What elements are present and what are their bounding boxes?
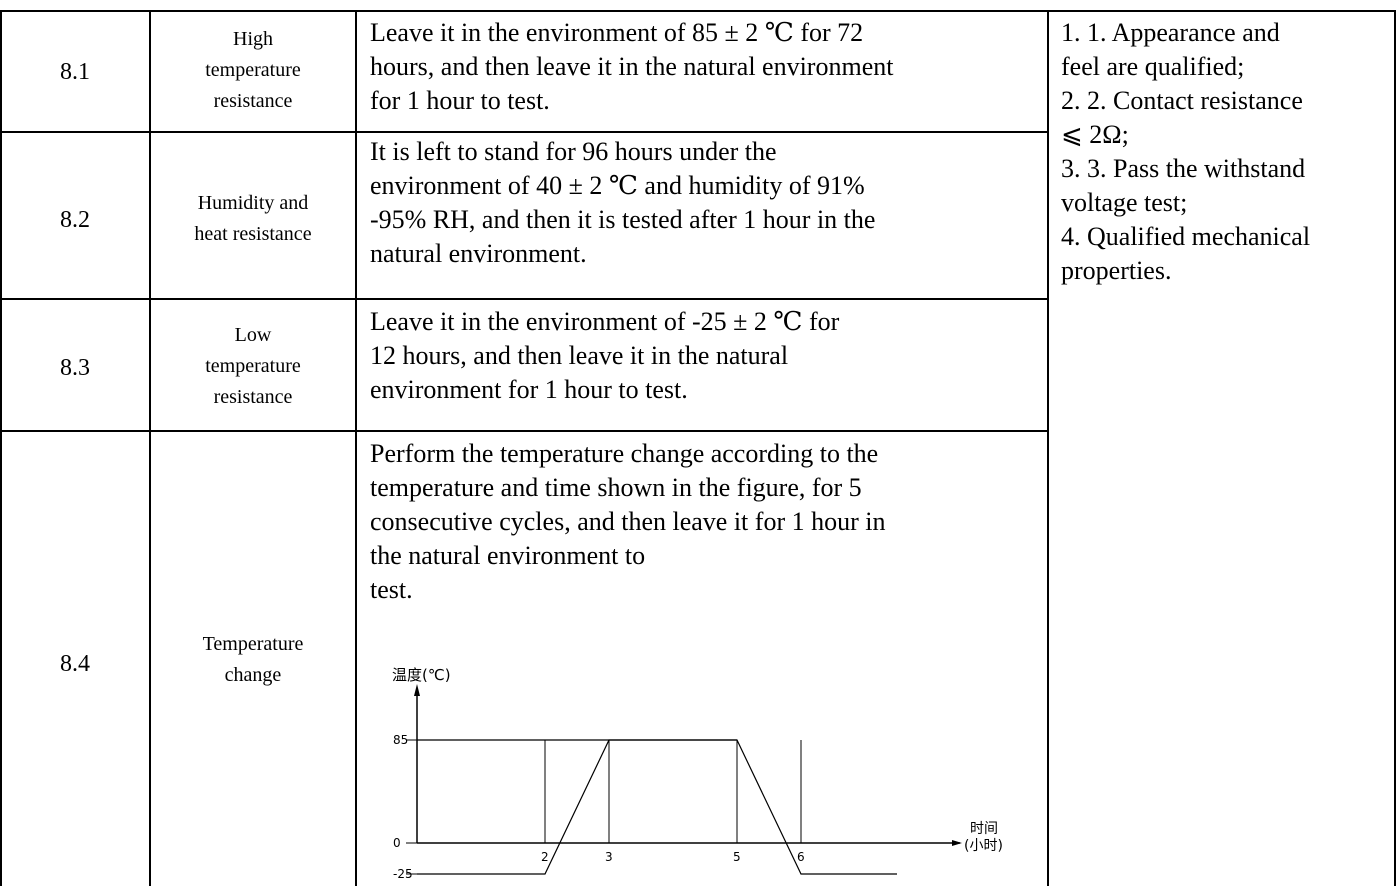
test-item-name-line: heat resistance <box>194 223 312 245</box>
row-number: 8.2 <box>60 207 90 233</box>
column-divider <box>1047 10 1049 886</box>
column-divider <box>355 10 357 886</box>
description-line: temperature and time shown in the figure… <box>370 473 862 502</box>
requirement-line: 1. 1. Appearance and <box>1061 18 1280 47</box>
requirement-line: feel are qualified; <box>1061 52 1245 81</box>
description-line: It is left to stand for 96 hours under t… <box>370 137 777 166</box>
description-line: -95% RH, and then it is tested after 1 h… <box>370 205 876 234</box>
test-item-name-line: High <box>233 28 273 50</box>
test-description: It is left to stand for 96 hours under t… <box>370 135 1050 271</box>
description-line: environment for 1 hour to test. <box>370 375 688 404</box>
description-line: test. <box>370 575 413 604</box>
description-line: Leave it in the environment of 85 ± 2 ℃ … <box>370 18 864 47</box>
y-tick-label: 0 <box>393 836 401 850</box>
requirement-line: voltage test; <box>1061 188 1188 217</box>
description-line: hours, and then leave it in the natural … <box>370 52 894 81</box>
row-number: 8.4 <box>60 651 90 677</box>
table-border-top <box>0 10 1396 12</box>
requirement-line: properties. <box>1061 256 1172 285</box>
requirement-line: 2. 2. Contact resistance <box>1061 86 1303 115</box>
description-line: consecutive cycles, and then leave it fo… <box>370 507 886 536</box>
test-item-name: Humidity and heat resistance <box>150 188 356 250</box>
test-item-name-line: Temperature <box>202 633 304 655</box>
x-axis-label-line: (小时) <box>964 838 1003 854</box>
test-item-name-line: change <box>224 664 282 686</box>
row-divider <box>0 298 1049 300</box>
requirement-line: 3. 3. Pass the withstand <box>1061 154 1306 183</box>
x-axis-label-line: 时间 <box>970 821 998 837</box>
x-tick-label: 6 <box>797 850 805 864</box>
test-description: Perform the temperature change according… <box>370 437 1050 607</box>
requirement-line: 4. Qualified mechanical <box>1061 222 1311 251</box>
description-line: the natural environment to <box>370 541 646 570</box>
column-divider <box>149 10 151 886</box>
test-description: Leave it in the environment of 85 ± 2 ℃ … <box>370 16 1050 118</box>
x-axis-arrow <box>952 840 962 846</box>
x-tick-label: 3 <box>605 850 613 864</box>
description-line: Leave it in the environment of -25 ± 2 ℃… <box>370 307 840 336</box>
row-divider <box>0 430 1049 432</box>
test-item-name-line: temperature <box>205 59 301 81</box>
description-line: natural environment. <box>370 239 587 268</box>
temperature-profile-chart: 温度(℃) 时间 (小时) 85 0 -25 2 3 5 6 <box>392 666 1003 881</box>
test-item-name-line: Low <box>234 324 272 346</box>
test-item-name: Low temperature resistance <box>150 320 356 413</box>
x-tick-label: 5 <box>733 850 741 864</box>
row-number: 8.3 <box>60 355 90 381</box>
y-tick-label: 85 <box>393 733 408 747</box>
description-line: 12 hours, and then leave it in the natur… <box>370 341 789 370</box>
test-item-name-line: resistance <box>213 386 293 408</box>
description-line: Perform the temperature change according… <box>370 439 879 468</box>
row-divider <box>0 131 1049 133</box>
temperature-series-line <box>417 739 897 875</box>
x-tick-label: 2 <box>541 850 549 864</box>
table-border-right <box>1394 10 1396 886</box>
description-line: environment of 40 ± 2 ℃ and humidity of … <box>370 171 865 200</box>
y-axis-label: 温度(℃) <box>392 666 451 684</box>
test-description: Leave it in the environment of -25 ± 2 ℃… <box>370 305 1050 407</box>
table-border-left <box>0 10 2 886</box>
requirement-line: ⩽ 2Ω; <box>1061 120 1129 149</box>
test-item-name-line: Humidity and <box>197 192 309 214</box>
test-item-name: Temperature change <box>150 629 356 691</box>
description-line: for 1 hour to test. <box>370 86 550 115</box>
test-item-name-line: temperature <box>205 355 301 377</box>
y-axis-arrow <box>414 684 420 696</box>
test-item-name: High temperature resistance <box>150 24 356 117</box>
row-number: 8.1 <box>60 59 90 85</box>
requirements: 1. 1. Appearance and feel are qualified;… <box>1061 16 1396 288</box>
y-tick-label: -25 <box>393 867 413 881</box>
test-item-name-line: resistance <box>213 90 293 112</box>
